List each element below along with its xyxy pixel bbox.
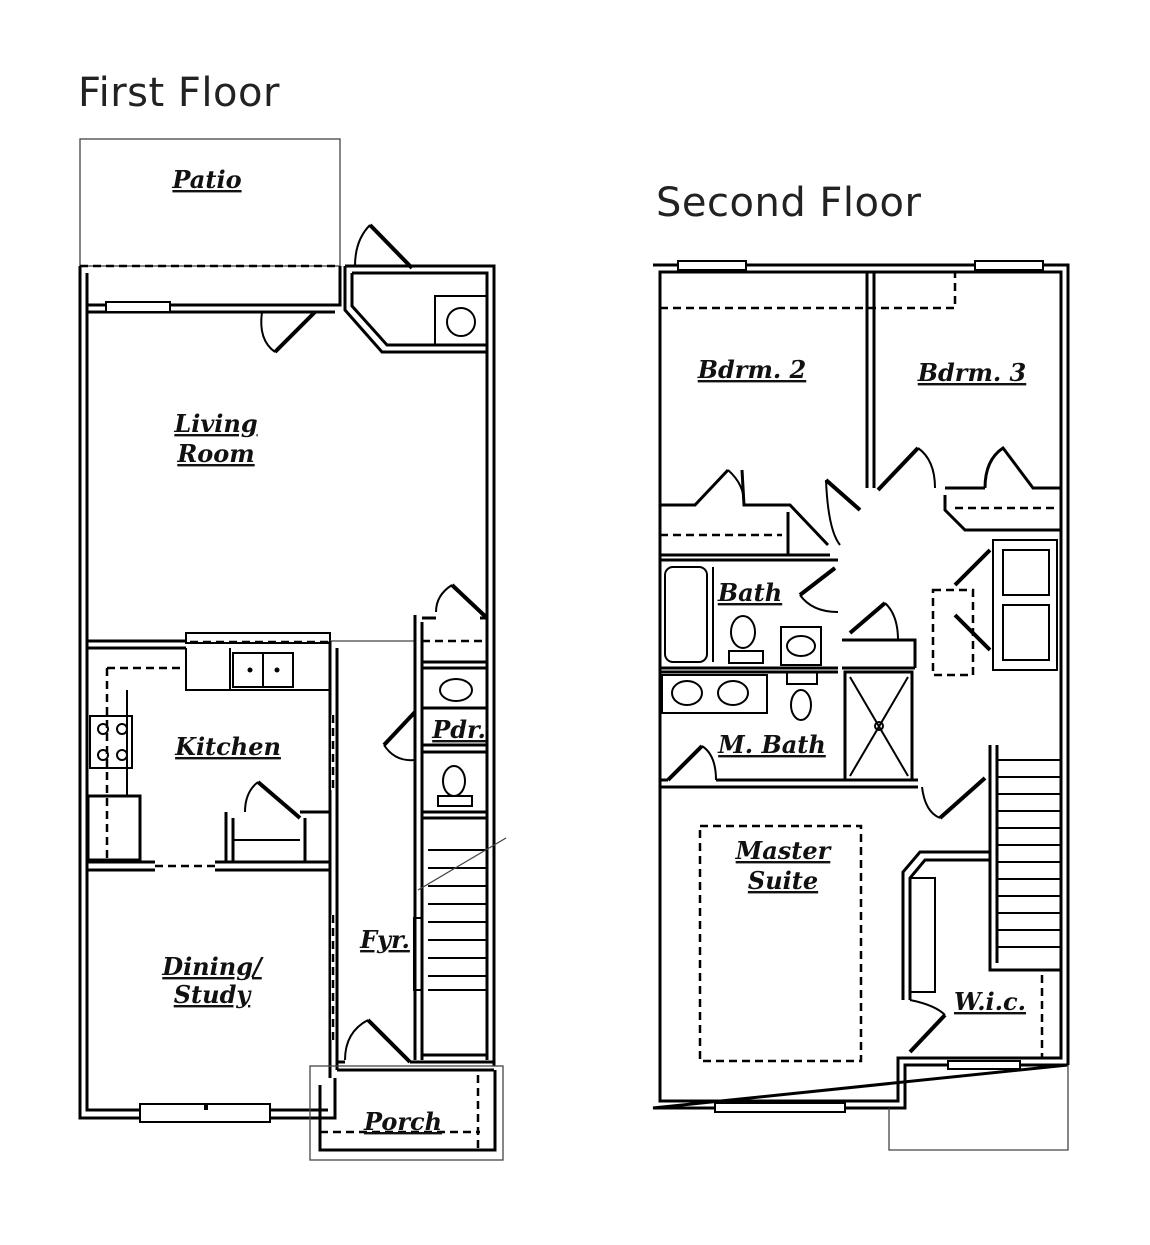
door: [273, 310, 317, 354]
room-label-living: Living: [173, 409, 257, 438]
bed-outline: [698, 824, 863, 1063]
sink: [439, 678, 473, 702]
toilet: [730, 615, 756, 649]
toilet: [790, 689, 812, 721]
sink: [786, 635, 816, 657]
laundry-closet: [992, 539, 1058, 671]
dryer: [1002, 604, 1050, 661]
room-label-bath: Bath: [717, 578, 782, 607]
room-label-suite: Suite: [748, 866, 818, 895]
second-floor-title: Second Floor: [656, 180, 922, 226]
window: [974, 260, 1044, 271]
first-floor-plan: Patio Living Room Kitchen Pdr. Dining/ S…: [78, 138, 507, 1161]
room-label-master-bath: M. Bath: [717, 730, 826, 759]
door: [368, 223, 414, 270]
water-heater: [434, 295, 488, 346]
room-label-foyer: Fyr.: [359, 925, 410, 954]
toilet: [442, 765, 466, 797]
room-label-bedroom-2: Bdrm. 2: [697, 355, 807, 384]
room-label-walk-in-closet: W.i.c.: [954, 987, 1026, 1016]
porch-outline: [309, 1065, 504, 1161]
room-label-bedroom-3: Bdrm. 3: [917, 358, 1027, 387]
sink: [717, 680, 749, 706]
room-label-study: Study: [174, 980, 253, 1009]
staircase: [988, 745, 1061, 972]
refrigerator: [86, 794, 142, 862]
room-label-master: Master: [735, 836, 833, 865]
staircase: [413, 837, 507, 1057]
front-door: [366, 1018, 412, 1064]
room-label-porch: Porch: [363, 1107, 442, 1136]
sink: [671, 680, 703, 706]
patio-outline: [79, 138, 341, 267]
window: [947, 1060, 1021, 1070]
room-label-powder: Pdr.: [431, 715, 486, 744]
window: [105, 301, 171, 313]
first-floor-title: First Floor: [78, 70, 280, 116]
washer: [1002, 549, 1050, 596]
window: [714, 1102, 846, 1113]
stove: [89, 715, 133, 769]
bathtub: [664, 566, 708, 663]
room-label-room: Room: [176, 439, 254, 468]
room-label-dining: Dining/: [161, 952, 264, 981]
second-floor-plan: Bdrm. 2 Bdrm. 3 Bath M. Bath Master Suit…: [652, 260, 1070, 1151]
room-label-kitchen: Kitchen: [174, 732, 281, 761]
window: [677, 260, 747, 271]
room-label-patio: Patio: [171, 165, 241, 194]
